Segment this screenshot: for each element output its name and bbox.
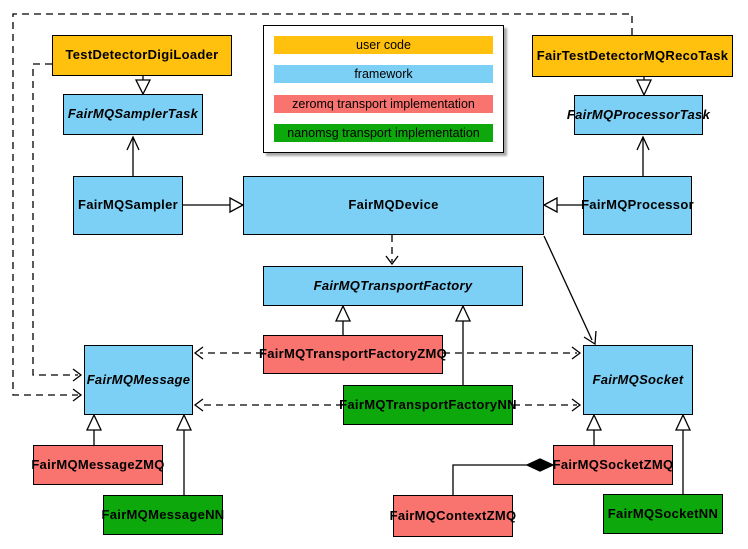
- legend-item-user-code: user code: [274, 36, 493, 54]
- edge-sampler-device: [183, 196, 245, 214]
- class-box-fairmqmessagezmq: FairMQMessageZMQ: [31, 445, 164, 485]
- edge-digiloader-message: [32, 63, 83, 382]
- edge-sampler-samplertask: [126, 135, 140, 176]
- class-box-fairmqsocket: FairMQSocket: [583, 345, 693, 415]
- edge-device-socket: [543, 235, 597, 346]
- edge-factoryzmq-factory: [334, 304, 352, 335]
- legend-item-nanomsg: nanomsg transport implementation: [274, 123, 493, 142]
- class-box-fairmqsocketzmq: FairMQSocketZMQ: [553, 445, 673, 485]
- class-box-fairmqdevice: FairMQDevice: [243, 176, 544, 235]
- class-box-testdetectordigiloader: TestDetectorDigiLoader: [52, 35, 232, 76]
- legend-item-framework: framework: [274, 65, 493, 84]
- class-box-fairmqcontextzmq: FairMQContextZMQ: [390, 495, 516, 537]
- edge-socketnn-socket: [674, 413, 692, 494]
- edge-messagenn-message: [175, 413, 193, 495]
- edge-factoryzmq-socket: [443, 346, 582, 360]
- class-box-fairmqmessagenn: FairMQMessageNN: [102, 495, 224, 535]
- class-box-fairmqprocessor: FairMQProcessor: [581, 176, 694, 235]
- class-box-fairmqsocketnn: FairMQSocketNN: [603, 494, 723, 534]
- edge-factoryzmq-message: [193, 346, 263, 360]
- legend-box: user code framework zeromq transport imp…: [263, 25, 504, 153]
- class-box-fairtestdetectormqrecotask: FairTestDetectorMQRecoTask: [532, 35, 733, 77]
- edge-factorynn-socket: [513, 398, 582, 412]
- class-box-fairmqmessage: FairMQMessage: [84, 345, 193, 415]
- class-box-fairmqsamplertask: FairMQSamplerTask: [63, 94, 203, 135]
- edge-messagezmq-message: [85, 413, 103, 445]
- edge-factorynn-factory: [454, 304, 472, 385]
- edge-digiloader-samplertask: [134, 76, 152, 96]
- edge-recotask-processortask: [635, 77, 653, 97]
- edge-processor-device: [542, 196, 583, 214]
- class-box-fairmqprocessortask: FairMQProcessorTask: [567, 95, 710, 135]
- edge-recotask-message: [12, 13, 633, 402]
- edge-contextzmq-socketzmq: [452, 458, 555, 495]
- class-box-fairmqtransportfactorynn: FairMQTransportFactoryNN: [339, 385, 517, 425]
- edge-factorynn-message: [193, 398, 343, 412]
- class-box-fairmqtransportfactoryzmq: FairMQTransportFactoryZMQ: [259, 335, 447, 374]
- edge-socketzmq-socket: [585, 413, 603, 445]
- edge-processor-processortask: [636, 135, 650, 176]
- edge-device-factory: [385, 235, 399, 266]
- legend-item-zeromq: zeromq transport implementation: [274, 94, 493, 113]
- class-box-fairmqsampler: FairMQSampler: [73, 176, 183, 235]
- class-box-fairmqtransportfactory: FairMQTransportFactory: [263, 266, 523, 306]
